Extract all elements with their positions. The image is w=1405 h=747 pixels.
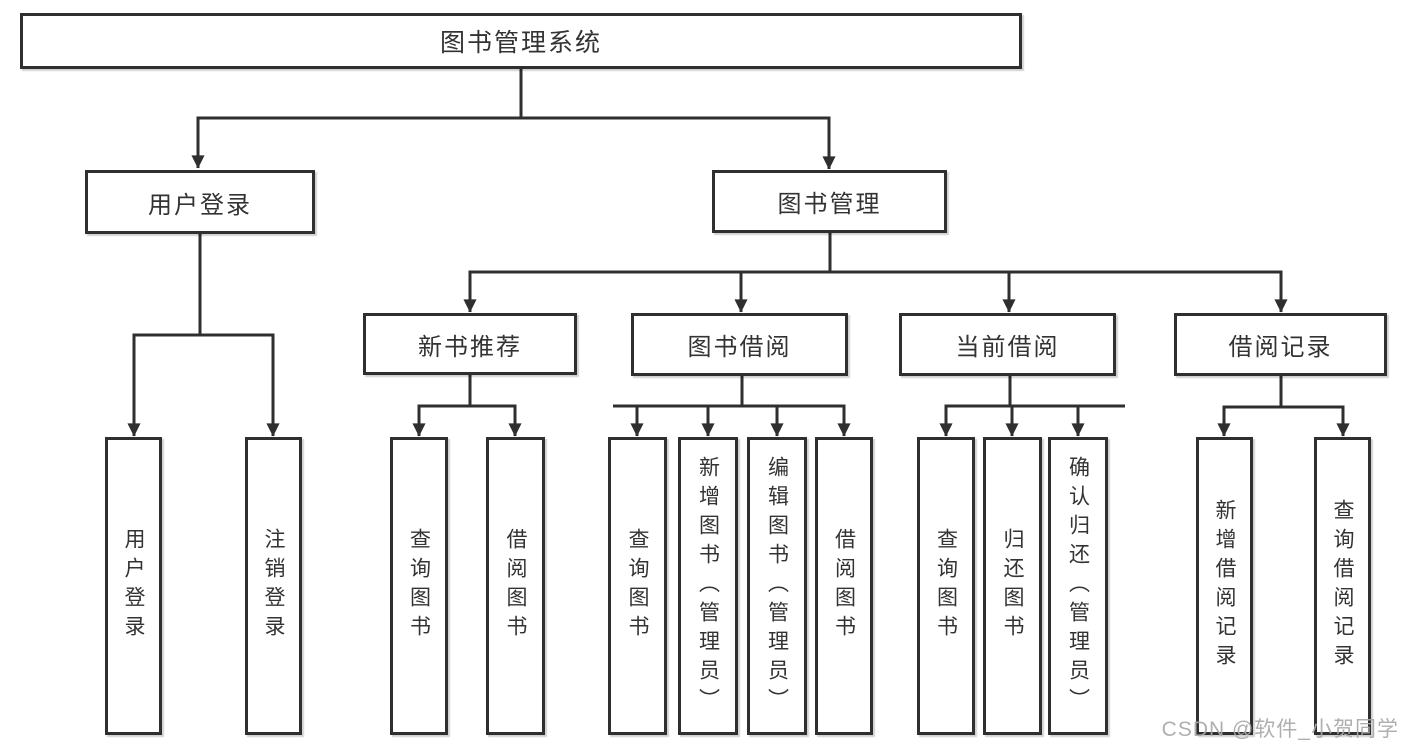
node-label-cb-query-book: 查询图书 [934,528,958,644]
node-label-bb-edit-book: 编辑图书（管理员） [765,455,789,717]
node-bb-query-book: 查询图书 [608,437,667,735]
node-new-book-recommend: 新书推荐 [363,313,577,375]
node-label-cb-return-book: 归还图书 [1001,528,1024,644]
node-label-rec-query-book: 查询图书 [407,528,431,644]
node-user-login-action: 用户登录 [105,437,162,735]
node-label-bb-borrow-book: 借阅图书 [832,528,856,644]
node-cb-confirm-return: 确认归还（管理员） [1048,437,1108,735]
node-label-book-management: 图书管理 [777,191,882,218]
node-label-current-borrowing: 当前借阅 [955,334,1060,361]
node-cb-query-book: 查询图书 [917,437,975,735]
node-borrowing-records: 借阅记录 [1174,313,1387,376]
node-label-book-borrowing: 图书借阅 [687,334,792,361]
watermark: CSDN @软件_小贺同学 [1161,718,1399,741]
node-cb-return-book: 归还图书 [983,437,1042,735]
node-label-root: 图书管理系统 [439,29,602,57]
node-label-bb-query-book: 查询图书 [626,528,649,644]
node-label-new-book-recommend: 新书推荐 [418,333,522,361]
node-user-login: 用户登录 [85,170,315,234]
node-label-borrowing-records: 借阅记录 [1228,334,1333,361]
node-label-logout: 注销登录 [262,528,285,644]
node-label-user-login: 用户登录 [148,191,252,219]
node-current-borrowing: 当前借阅 [899,313,1116,376]
node-br-add-record: 新增借阅记录 [1196,437,1253,735]
node-label-br-add-record: 新增借阅记录 [1213,499,1236,673]
node-rec-borrow-book: 借阅图书 [486,437,545,735]
edge-book-borrowing-to-bb-borrow-book [740,376,851,437]
edge-new-book-recommend-to-rec-borrow-book [468,375,522,437]
node-label-rec-borrow-book: 借阅图书 [504,528,527,644]
edge-borrowing-records-to-br-query-record [1279,376,1350,437]
node-bb-edit-book: 编辑图书（管理员） [747,437,807,735]
node-book-management: 图书管理 [712,170,947,233]
node-rec-query-book: 查询图书 [390,437,448,735]
edge-user-login-to-logout [198,234,280,437]
node-br-query-record: 查询借阅记录 [1314,437,1371,735]
node-bb-borrow-book: 借阅图书 [815,437,873,735]
node-label-br-query-record: 查询借阅记录 [1331,499,1354,673]
node-book-borrowing: 图书借阅 [631,313,848,376]
node-label-cb-confirm-return: 确认归还（管理员） [1066,455,1090,717]
node-label-bb-add-book: 新增图书（管理员） [696,455,720,717]
edge-book-management-to-borrowing-records [828,233,1288,313]
node-logout: 注销登录 [245,437,302,735]
node-bb-add-book: 新增图书（管理员） [678,437,738,735]
edge-root-to-book-management [519,69,836,170]
edge-current-borrowing-to-cb-confirm-return [1008,376,1085,437]
node-label-user-login-action: 用户登录 [122,528,145,644]
node-root: 图书管理系统 [20,13,1022,69]
